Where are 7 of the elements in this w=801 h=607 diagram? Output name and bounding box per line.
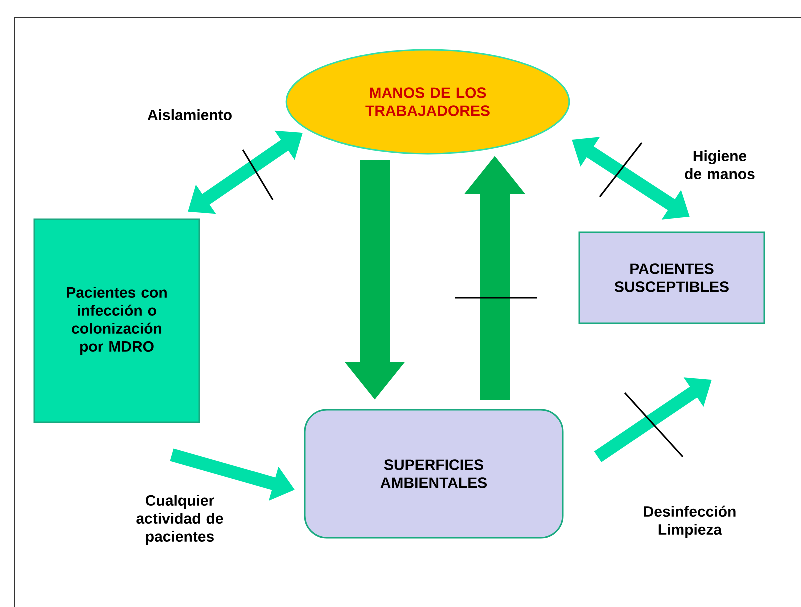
process-box: SUPERFICIES AMBIENTALES bbox=[304, 409, 564, 539]
process-box: Pacientes con infección o colonización por MDRO bbox=[34, 218, 200, 424]
edge-label: Aislamiento bbox=[148, 109, 232, 120]
process-box: PACIENTES SUSCEPTIBLES bbox=[578, 232, 766, 324]
edge-label: Higiene de manos bbox=[685, 150, 755, 180]
edge-label: Cualquier actividad de pacientes bbox=[136, 495, 224, 545]
edge-label: Desinfección Limpieza bbox=[644, 506, 736, 538]
